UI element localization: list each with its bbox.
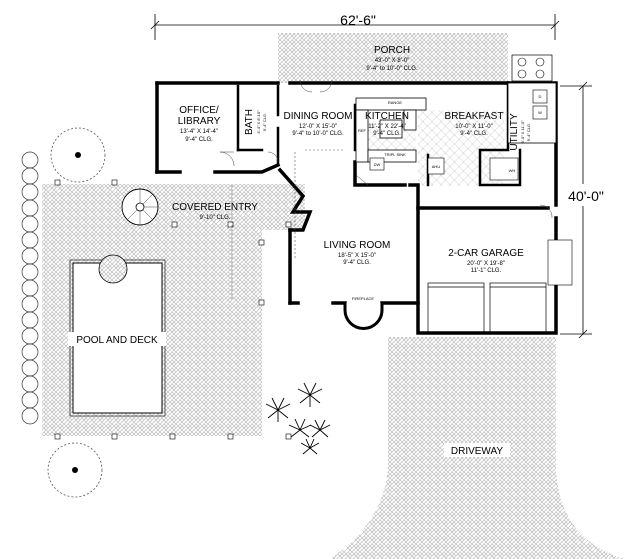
utility-name: UTILITY [509, 113, 520, 151]
fireplace [343, 303, 384, 330]
garage-size: 20'-0" X 19'-8" [467, 261, 505, 267]
utility-size: 6'-0" X 11'-0" [520, 120, 525, 143]
garage-clg: 11'-1" CLG. [471, 268, 502, 274]
bath-clg: 9'-4" CLG. [262, 113, 267, 131]
dining-size: 12'-0" X 15'-0" [299, 124, 337, 130]
dryer [532, 89, 548, 104]
dryer-label: D [539, 94, 542, 99]
dishwasher [369, 157, 385, 171]
tree-icon [50, 127, 106, 183]
utility-counter [507, 82, 557, 144]
spiral-stair [121, 188, 159, 226]
deck-posts [54, 179, 292, 440]
dw-label: DW [374, 162, 381, 167]
ahu-unit [427, 157, 445, 175]
overall-width-dimension: 62'-6" [150, 12, 560, 40]
living-size: 18'-5" X 15'-0" [338, 253, 376, 259]
ac-unit-pad [511, 54, 553, 82]
porch-size: 43'-0" X 8'-0" [375, 58, 410, 64]
hedge-shrubs [21, 151, 39, 425]
spa [98, 254, 128, 284]
ahu-label: AHU [432, 164, 441, 169]
range-label: RANGE [388, 100, 403, 105]
garage-name: 2-CAR GARAGE [448, 248, 524, 259]
triple-sink-label: TRIPL SINK [384, 152, 406, 157]
bath-size: 5'-4" X 8'-10" [256, 110, 261, 134]
kitchen-clg: 9'-4" CLG. [373, 131, 401, 137]
living-clg: 9'-4" CLG. [343, 260, 371, 266]
pool-name: POOL AND DECK [76, 335, 158, 346]
covered-entry-name: COVERED ENTRY [172, 202, 258, 213]
covered-entry-clg: 9'-10" CLG. [200, 215, 231, 221]
ac-units [517, 57, 545, 79]
garage-side-ledge [547, 239, 573, 286]
breakfast-name: BREAKFAST [445, 111, 504, 122]
porch-floor [278, 33, 508, 83]
overall-width-label: 62'-6" [340, 12, 376, 28]
driveway-name: DRIVEWAY [451, 446, 504, 457]
office-clg: 9'-4" CLG. [185, 137, 213, 143]
interior-walls [236, 81, 522, 187]
porch-name: PORCH [374, 45, 410, 56]
garage-doors [427, 282, 547, 334]
washer [532, 105, 548, 120]
palm-plant-icon [265, 382, 331, 455]
breakfast-clg: 9'-4" CLG. [460, 131, 488, 137]
porch-clg: 9'-4" to 10'-0" CLG. [366, 66, 418, 72]
driveway-label-bg [444, 443, 510, 457]
overall-depth-dimension: 40'-0" [560, 81, 612, 339]
breakfast-size: 10'-0" X 11'-0" [455, 124, 492, 130]
dining-clg: 9'-4" to 10'-0" CLG. [292, 131, 344, 137]
washer-label: W [538, 110, 542, 115]
ref-label: REF [358, 128, 367, 133]
exterior-walls [155, 81, 558, 335]
office-name-line2: LIBRARY [178, 116, 221, 127]
kitchen-name: KITCHEN [365, 111, 409, 122]
living-name: LIVING ROOM [324, 240, 391, 251]
tree-icon [47, 442, 103, 498]
water-heater [489, 157, 519, 181]
door-swings [219, 79, 553, 219]
dining-name: DINING ROOM [284, 111, 353, 122]
utility-clg: 9'-4" CLG. [526, 123, 531, 141]
kitchen-counters [355, 97, 427, 163]
covered-entry-floor [150, 184, 305, 230]
pool-label-bg [68, 332, 166, 346]
kitchen-size: 11'-2" X 22'-4" [368, 124, 405, 130]
fireplace-label: FIREPLACE [352, 296, 375, 301]
office-name-line1: OFFICE/ [179, 105, 219, 116]
dashed-dividers [231, 149, 345, 300]
bath-name: BATH [244, 109, 255, 135]
office-size: 13'-4" X 14'-4" [180, 129, 218, 135]
overall-depth-label: 40'-0" [568, 188, 604, 204]
wh-label: WH [509, 168, 516, 173]
